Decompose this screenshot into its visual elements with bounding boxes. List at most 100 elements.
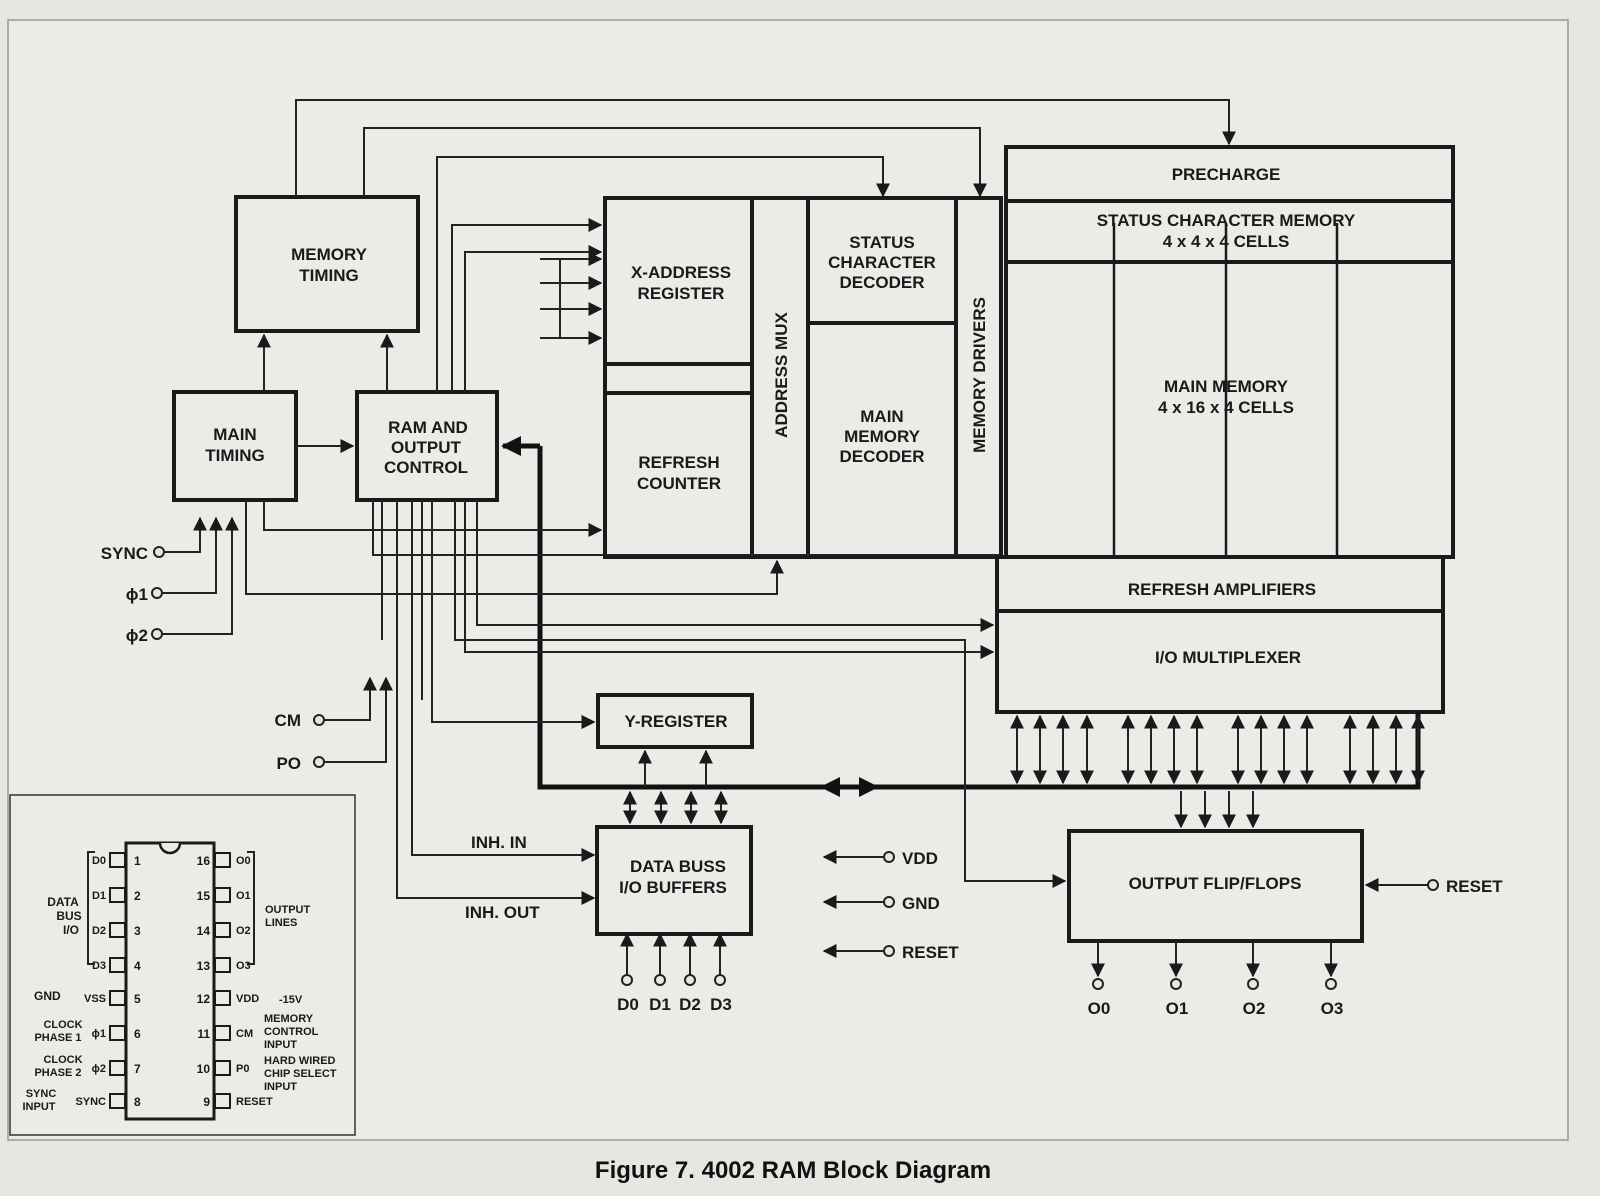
pin-12: [214, 990, 231, 1006]
refresh-amplifiers-label: REFRESH AMPLIFIERS: [1128, 580, 1316, 599]
address-cluster-block: [603, 196, 1003, 559]
pin-1: [109, 852, 126, 868]
status-decoder-label-3: DECODER: [839, 273, 924, 292]
ram-output-control-label-2: OUTPUT: [391, 438, 462, 457]
refresh-counter-label-2: COUNTER: [637, 474, 721, 493]
mem-control-label-1: MEMORY: [264, 1013, 314, 1025]
output-flipflops-block: [1067, 829, 1364, 943]
pin-7: [109, 1060, 126, 1076]
pin-3: [109, 922, 126, 938]
status-memory-label-1: STATUS CHARACTER MEMORY: [1097, 211, 1356, 230]
status-decoder-label-2: CHARACTER: [828, 253, 936, 272]
refresh-counter-label-1: REFRESH: [638, 453, 719, 472]
phi1-label: ϕ1: [126, 585, 148, 604]
y-register-label: Y-REGISTER: [625, 712, 728, 731]
vdd-label: VDD: [902, 849, 938, 868]
x-address-register-label-1: X-ADDRESS: [631, 263, 731, 282]
o1-label: O1: [1166, 999, 1189, 1018]
chip-select-label-3: INPUT: [264, 1081, 297, 1093]
pin-number-13: 13: [197, 959, 211, 973]
reset-right-label: RESET: [1446, 877, 1503, 896]
mem-control-label-2: CONTROL: [264, 1026, 319, 1038]
precharge-label: PRECHARGE: [1172, 165, 1281, 184]
data-buss-block: [595, 825, 753, 936]
clock-phase1-label-2: PHASE 1: [34, 1032, 81, 1044]
figure-caption: Figure 7. 4002 RAM Block Diagram: [595, 1157, 991, 1184]
main-memory-decoder-label-3: DECODER: [839, 447, 924, 466]
d0-label: D0: [617, 995, 639, 1014]
main-memory-decoder-label-1: MAIN: [860, 407, 903, 426]
clock-phase2-label-1: CLOCK: [43, 1054, 82, 1066]
pin-name-9: RESET: [236, 1096, 273, 1108]
chip-notch: [158, 842, 182, 855]
main-timing-label-2: TIMING: [205, 446, 265, 465]
pin-8: [109, 1093, 126, 1109]
po-label: PO: [276, 754, 301, 773]
output-lines-label-2: LINES: [265, 917, 297, 929]
pin-name-10: P0: [236, 1063, 249, 1075]
clock-phase1-label-1: CLOCK: [43, 1019, 82, 1031]
pin-number-11: 11: [197, 1027, 210, 1041]
d1-label: D1: [649, 995, 671, 1014]
y-register-block: [596, 693, 754, 749]
pin-number-16: 16: [197, 854, 211, 868]
pin-11: [214, 1025, 231, 1041]
pin-4: [109, 957, 126, 973]
pin-name-13: O3: [236, 960, 251, 972]
pin-number-2: 2: [134, 889, 141, 903]
io-mux-arrows: [1010, 714, 1425, 785]
memory-timing-block: [234, 195, 420, 333]
reset-left-label: RESET: [902, 943, 959, 962]
sync-label: SYNC: [101, 544, 148, 563]
vdd-value-label: -15V: [279, 994, 303, 1006]
main-memory-label-1: MAIN MEMORY: [1164, 377, 1289, 396]
o3-label: O3: [1321, 999, 1344, 1018]
pin-number-10: 10: [197, 1062, 211, 1076]
memory-timing-label-1: MEMORY: [291, 245, 368, 264]
io-multiplexer-label: I/O MULTIPLEXER: [1155, 648, 1301, 667]
pin-9: [214, 1093, 231, 1109]
d2-label: D2: [679, 995, 701, 1014]
status-decoder-label-1: STATUS: [849, 233, 914, 252]
output-lines-label-1: OUTPUT: [265, 904, 311, 916]
pin-name-7: ϕ2: [92, 1063, 106, 1075]
pin-number-3: 3: [134, 924, 141, 938]
main-memory-label-2: 4 x 16 x 4 CELLS: [1158, 398, 1294, 417]
pin-number-9: 9: [203, 1095, 210, 1109]
refresh-io-block: [995, 555, 1445, 714]
pin-number-5: 5: [134, 992, 141, 1006]
pin-number-7: 7: [134, 1062, 141, 1076]
pin-name-4: D3: [92, 960, 106, 972]
o0-label: O0: [1088, 999, 1111, 1018]
o2-label: O2: [1243, 999, 1266, 1018]
address-mux-label: ADDRESS MUX: [772, 312, 791, 438]
gnd-label: GND: [902, 894, 940, 913]
pin-name-5: VSS: [84, 993, 106, 1005]
memory-timing-label-2: TIMING: [299, 266, 359, 285]
pin-number-4: 4: [134, 959, 141, 973]
pin-name-6: ϕ1: [92, 1028, 106, 1040]
ram-output-control-label-3: CONTROL: [384, 458, 468, 477]
pin-number-1: 1: [134, 854, 141, 868]
pin-15: [214, 887, 231, 903]
pin-14: [214, 922, 231, 938]
status-memory-label-2: 4 x 4 x 4 CELLS: [1163, 232, 1290, 251]
data-buss-label-2: I/O BUFFERS: [619, 878, 727, 897]
data-bus-io-label-2: BUS: [56, 909, 81, 923]
gnd-pin-label: GND: [34, 989, 61, 1003]
inh-in-label: INH. IN: [471, 833, 527, 852]
pin-name-3: D2: [92, 925, 106, 937]
pin-5: [109, 990, 126, 1006]
pin-number-14: 14: [197, 924, 211, 938]
pin-name-15: O1: [236, 890, 251, 902]
cm-label: CM: [275, 711, 301, 730]
pin-name-8: SYNC: [75, 1096, 106, 1108]
clock-phase2-label-2: PHASE 2: [34, 1067, 81, 1079]
pin-16: [214, 852, 231, 868]
inh-out-label: INH. OUT: [465, 903, 540, 922]
pin-6: [109, 1025, 126, 1041]
output-flipflops-label: OUTPUT FLIP/FLOPS: [1129, 874, 1302, 893]
pin-name-16: O0: [236, 855, 251, 867]
